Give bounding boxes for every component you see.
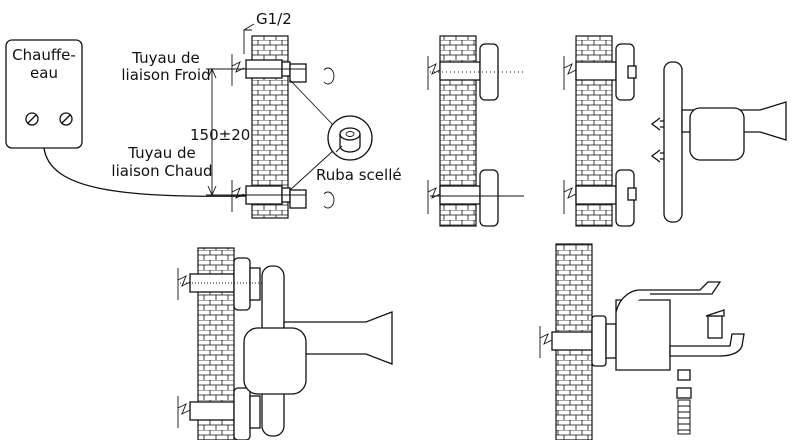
bath-mixer-body — [615, 281, 745, 381]
hot-eccentric — [427, 169, 524, 227]
hot-eccentric — [177, 387, 261, 440]
hot-eccentric — [563, 169, 637, 227]
seal-tape-detail — [327, 115, 373, 161]
rotate-arrow-icon — [323, 67, 335, 85]
thread-size-label: G1/2 — [256, 10, 292, 28]
tape-roll-icon — [335, 127, 361, 153]
step-3-mount-mixer — [563, 35, 787, 227]
diverter-knob — [707, 315, 723, 339]
hot-pipe-label-line1: Tuyau de — [127, 144, 196, 162]
heater-knob-right-icon — [59, 112, 73, 126]
seal-tape-label: Ruba scellé — [316, 166, 402, 184]
spacing-dimension — [206, 67, 246, 197]
step-2-eccentric-fittings — [427, 35, 524, 227]
step-1-connection: Chauffe- eau — [5, 10, 402, 219]
step-4-mounted-mixer — [177, 247, 393, 440]
cold-eccentric — [177, 257, 262, 311]
heater-label-line1: Chauffe- — [12, 46, 76, 64]
heater-knob-left-icon — [25, 112, 39, 126]
step-5-bath-mixer — [539, 243, 745, 440]
hot-hose — [43, 147, 251, 197]
mixer-body — [663, 61, 787, 223]
cold-eccentric — [563, 43, 637, 101]
spacing-label: 150±20 — [190, 126, 250, 144]
cold-eccentric — [427, 43, 524, 101]
heater-label-line2: eau — [30, 64, 58, 82]
cold-pipe-label-line1: Tuyau de — [131, 49, 200, 67]
hose-outlet — [677, 369, 691, 381]
rotate-arrow-icon — [323, 191, 335, 209]
mixer-body — [243, 265, 393, 437]
shower-hose — [676, 387, 692, 435]
cold-eccentric — [539, 315, 617, 367]
hot-pipe-label-line2: liaison Chaud — [111, 162, 212, 180]
cold-elbow — [231, 54, 335, 86]
hot-elbow — [231, 180, 335, 212]
cold-pipe-label-line2: liaison Froid — [121, 66, 210, 84]
